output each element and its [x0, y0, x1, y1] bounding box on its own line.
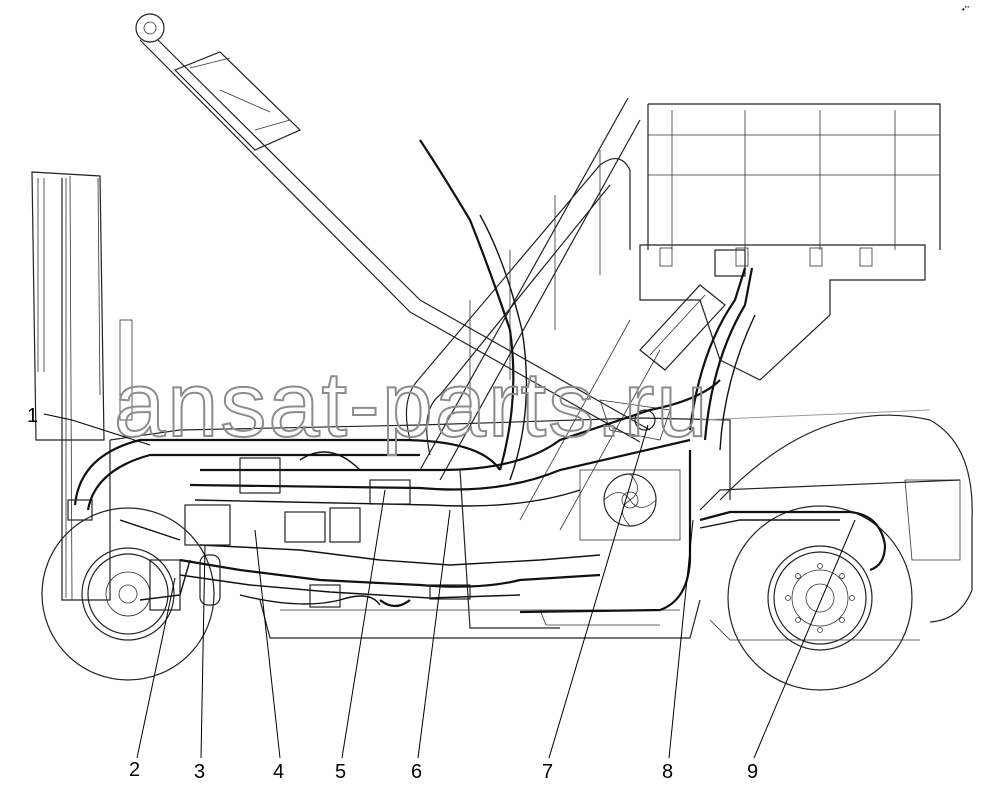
valve-assemblies [67, 319, 471, 611]
callout-1: 1 [27, 405, 38, 427]
front-wheel [41, 507, 215, 681]
corner-mark: •"' [962, 5, 970, 14]
callout-5: 5 [335, 761, 346, 783]
boom-cylinder [135, 13, 671, 443]
cabin-platform [639, 103, 941, 421]
mast [31, 171, 111, 601]
hydraulic-hoses [73, 139, 887, 614]
rear-wheel [727, 505, 913, 691]
callout-9: 9 [747, 761, 758, 783]
valve-blocks-upper [639, 249, 746, 371]
callout-4: 4 [273, 761, 284, 783]
callout-8: 8 [662, 761, 673, 783]
callout-leaders [43, 413, 856, 759]
callout-labels: 1 2 3 4 5 6 7 8 9 [27, 405, 758, 783]
watermark: ansat-parts.ru [114, 354, 710, 456]
callout-6: 6 [411, 761, 422, 783]
callout-3: 3 [194, 761, 205, 783]
callout-2: 2 [129, 759, 140, 781]
access-ladder [405, 97, 661, 531]
callout-7: 7 [542, 761, 553, 783]
rear-fender [699, 414, 973, 641]
cooling-fan [579, 469, 681, 541]
